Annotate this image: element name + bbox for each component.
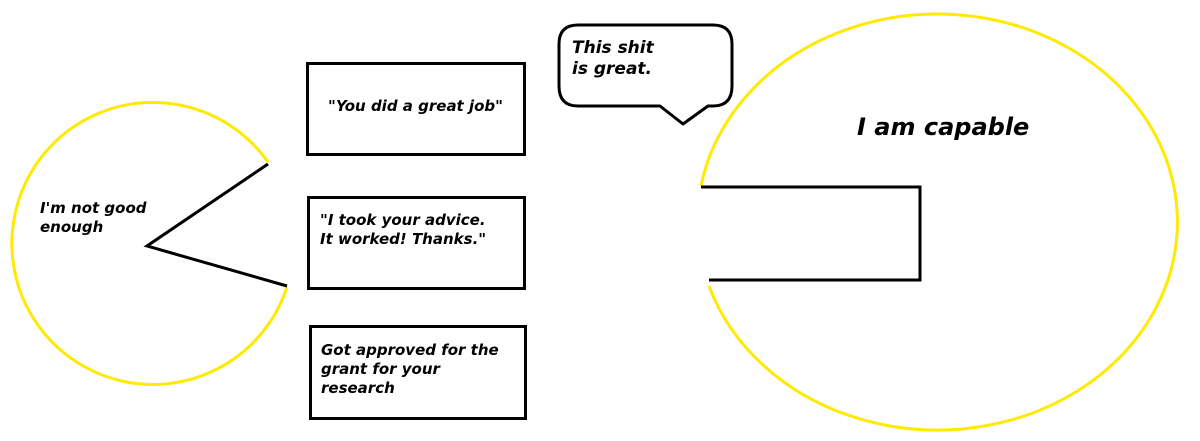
big-pacman-outline bbox=[699, 12, 1179, 432]
big-pacman-label: I am capable bbox=[857, 113, 1030, 141]
speech-bubble-text: This shit is great. bbox=[572, 38, 654, 80]
small-pacman-mouth bbox=[143, 162, 288, 288]
compliment-text-3: Got approved for the grant for your rese… bbox=[321, 341, 499, 397]
big-pacman bbox=[699, 12, 1179, 432]
small-pacman-label: I'm not good enough bbox=[40, 199, 147, 236]
compliment-box-3 bbox=[309, 325, 527, 420]
small-pacman-outline bbox=[10, 100, 289, 386]
speech-bubble bbox=[557, 23, 734, 126]
compliment-text-2: "I took your advice. It worked! Thanks." bbox=[320, 211, 487, 248]
compliment-box-1 bbox=[306, 62, 526, 156]
compliment-box-2 bbox=[307, 196, 526, 290]
compliment-text-1: "You did a great job" bbox=[328, 97, 503, 115]
big-pacman-mouth bbox=[701, 185, 922, 282]
small-pacman bbox=[10, 100, 289, 386]
